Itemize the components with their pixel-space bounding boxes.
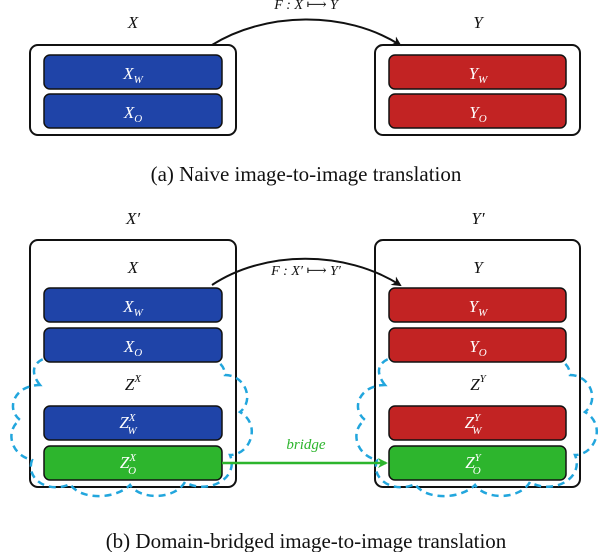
b-left-cloud-title: ZX bbox=[125, 373, 142, 394]
b-right-cloud-title: ZY bbox=[470, 373, 487, 394]
a-left-title: X bbox=[127, 13, 139, 32]
diagram-a: X Y XW XO YW YO F : X ⟼ Y (a) Naive imag… bbox=[29, 0, 581, 186]
b-right-cloud bbox=[355, 347, 598, 498]
b-arrow-label: F : X′ ⟼ Y′ bbox=[270, 264, 342, 279]
bridge-label: bridge bbox=[286, 437, 326, 453]
a-arrow-label: F : X ⟼ Y bbox=[273, 0, 340, 13]
b-left-cloud bbox=[10, 347, 253, 498]
b-left-title: X′ bbox=[125, 209, 140, 228]
b-right-title: Y′ bbox=[471, 209, 484, 228]
a-right-box-w: YW bbox=[388, 54, 567, 90]
b-left-box-o: XO bbox=[43, 327, 223, 363]
svg-text:YO: YO bbox=[469, 103, 486, 125]
svg-text:YO: YO bbox=[469, 337, 486, 359]
a-left-box-o: XO bbox=[43, 93, 223, 129]
svg-text:YW: YW bbox=[469, 297, 488, 319]
a-left-box-w: XW bbox=[43, 54, 223, 90]
a-caption: (a) Naive image-to-image translation bbox=[151, 162, 462, 186]
b-caption: (b) Domain-bridged image-to-image transl… bbox=[106, 529, 507, 552]
svg-text:XO: XO bbox=[123, 337, 142, 359]
b-right-inner-title: Y bbox=[473, 258, 484, 277]
a-right-box-o: YO bbox=[388, 93, 567, 129]
svg-text:XW: XW bbox=[122, 297, 143, 319]
a-mapping-arrow bbox=[211, 18, 402, 47]
b-right-box-o: YO bbox=[388, 327, 567, 363]
b-right-box-w: YW bbox=[388, 287, 567, 323]
svg-text:ZXO: ZXO bbox=[120, 452, 137, 477]
a-right-title: Y bbox=[473, 13, 484, 32]
svg-text:ZYO: ZYO bbox=[465, 452, 482, 477]
svg-text:ZYW: ZYW bbox=[465, 412, 483, 437]
svg-text:YW: YW bbox=[469, 64, 488, 86]
b-left-inner-title: X bbox=[127, 258, 139, 277]
b-mapping-arrow bbox=[211, 257, 402, 287]
svg-text:XW: XW bbox=[122, 64, 143, 86]
svg-text:ZXW: ZXW bbox=[119, 412, 137, 437]
svg-text:XO: XO bbox=[123, 103, 142, 125]
b-left-box-w: XW bbox=[43, 287, 223, 323]
